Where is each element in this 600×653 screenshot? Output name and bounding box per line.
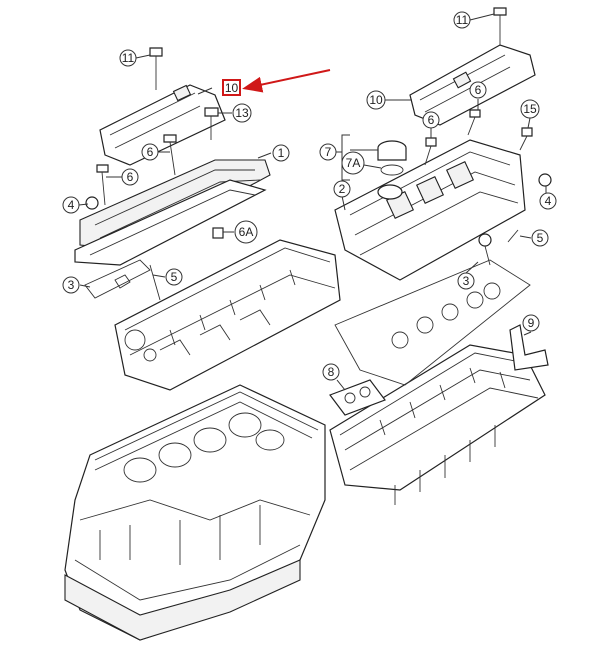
callout-6-a[interactable]: 6	[141, 143, 159, 161]
callout-15[interactable]: 15	[520, 99, 540, 119]
callouts: 11 10 13 6 1 6 4 6A	[62, 11, 557, 381]
callout-3-right[interactable]: 3	[457, 272, 475, 290]
engine-block	[64, 384, 326, 641]
right-cylinder-head	[329, 344, 546, 505]
callout-label: 3	[463, 274, 470, 288]
right-valve-cover	[334, 139, 526, 281]
callout-label: 7A	[346, 156, 361, 170]
callout-label: 10	[225, 81, 239, 95]
callout-10-left-highlighted[interactable]: 10	[222, 79, 241, 96]
callout-label: 9	[528, 316, 535, 330]
callout-label: 11	[122, 51, 135, 65]
callout-11-right[interactable]: 11	[453, 11, 471, 29]
left-coil-rail	[99, 84, 226, 166]
callout-2[interactable]: 2	[333, 180, 351, 198]
callout-label: 4	[68, 198, 75, 212]
callout-6A[interactable]: 6A	[234, 220, 258, 244]
callout-5-left[interactable]: 5	[165, 268, 183, 286]
callout-6-b[interactable]: 6	[121, 168, 139, 186]
callout-label: 2	[339, 182, 346, 196]
callout-label: 6	[147, 145, 154, 159]
right-bracket	[509, 324, 549, 371]
right-gasket	[334, 259, 531, 386]
callout-label: 1	[278, 146, 285, 160]
callout-10-right[interactable]: 10	[366, 90, 386, 110]
callout-label: 11	[456, 13, 469, 27]
callout-label: 8	[328, 365, 335, 379]
left-bolts	[85, 47, 224, 301]
right-bolts	[424, 7, 552, 243]
highlight-arrow	[242, 69, 331, 93]
callout-8[interactable]: 8	[322, 363, 340, 381]
callout-9[interactable]: 9	[522, 314, 540, 332]
callout-11-left[interactable]: 11	[119, 49, 137, 67]
callout-label: 6	[475, 83, 482, 97]
callout-13[interactable]: 13	[232, 103, 252, 123]
left-cylinder-head	[114, 239, 341, 391]
callout-label: 6	[127, 170, 134, 184]
left-gasket	[84, 259, 151, 299]
callout-6-right[interactable]: 6	[469, 81, 487, 99]
callout-6-right-2[interactable]: 6	[422, 111, 440, 129]
callout-3-left[interactable]: 3	[62, 276, 80, 294]
callout-label: 4	[545, 194, 552, 208]
callout-7[interactable]: 7	[319, 143, 337, 161]
cam-bearing-block	[329, 379, 386, 416]
callout-label: 15	[523, 102, 537, 116]
callout-label: 3	[68, 278, 75, 292]
callout-label: 10	[369, 93, 383, 107]
left-valve-cover	[74, 159, 271, 266]
oil-filler-cap	[377, 140, 407, 176]
callout-label: 6	[428, 113, 435, 127]
leader-lines	[78, 13, 547, 391]
callout-label: 13	[235, 106, 249, 120]
callout-label: 5	[171, 270, 178, 284]
callout-7A[interactable]: 7A	[341, 151, 365, 175]
callout-5-right[interactable]: 5	[531, 229, 549, 247]
callout-4-left[interactable]: 4	[62, 196, 80, 214]
callout-label: 6A	[239, 225, 254, 239]
callout-label: 7	[325, 145, 332, 159]
callout-label: 5	[537, 231, 544, 245]
callout-1[interactable]: 1	[272, 144, 290, 162]
callout-4-right[interactable]: 4	[539, 192, 557, 210]
